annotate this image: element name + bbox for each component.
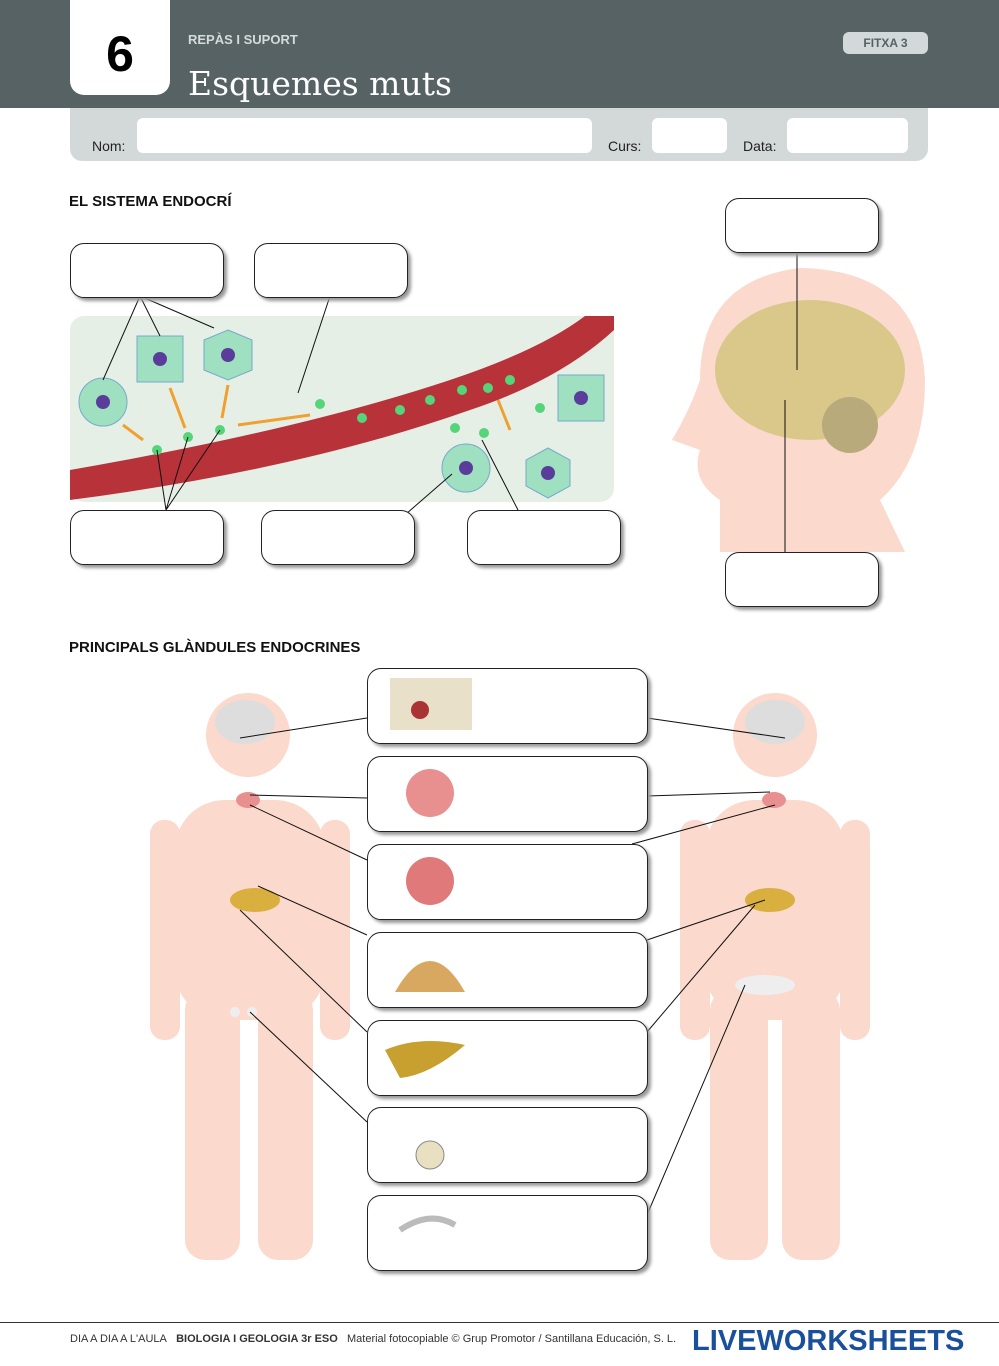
footer: DIA A DIA A L'AULA BIOLOGIA I GEOLOGIA 3… [70, 1333, 676, 1345]
answer-box-blood-vessel[interactable] [254, 243, 408, 298]
organs [215, 700, 805, 1017]
answer-input[interactable] [262, 246, 404, 296]
gland-box-6[interactable] [367, 1107, 648, 1183]
answer-box-receptor[interactable] [467, 510, 621, 565]
answer-input[interactable] [474, 1198, 640, 1267]
answer-input[interactable] [474, 1023, 640, 1092]
section-label: REPÀS I SUPORT [188, 32, 298, 47]
section-title-main-glands: PRINCIPALS GLÀNDULES ENDOCRINES [69, 639, 361, 656]
answer-box-pituitary[interactable] [725, 552, 879, 607]
answer-input[interactable] [733, 555, 875, 605]
date-label: Data: [743, 138, 777, 154]
unit-number: 6 [70, 0, 170, 95]
gland-box-3[interactable] [367, 844, 648, 920]
footer-subject: BIOLOGIA I GEOLOGIA 3r ESO [176, 1333, 338, 1345]
arrows [122, 384, 512, 442]
sheet-badge: FITXA 3 [843, 32, 928, 54]
leader-lines [102, 251, 798, 1216]
cell-nuclei [96, 348, 588, 480]
course-field[interactable] [652, 118, 727, 153]
cerebellum [822, 397, 878, 453]
body-male [150, 693, 350, 1260]
name-field[interactable] [137, 118, 592, 153]
answer-input[interactable] [474, 847, 640, 916]
name-label: Nom: [92, 138, 126, 154]
gland-box-7[interactable] [367, 1195, 648, 1271]
answer-input[interactable] [474, 1110, 640, 1179]
page-title: Esquemes muts [188, 64, 452, 103]
answer-input[interactable] [474, 759, 640, 828]
date-field[interactable] [787, 118, 908, 153]
footer-copyright: Material fotocopiable © Grup Promotor / … [347, 1333, 677, 1345]
answer-input[interactable] [733, 201, 875, 251]
footer-divider [0, 1322, 999, 1323]
blood-vessel [70, 316, 614, 500]
answer-input[interactable] [78, 246, 220, 296]
answer-input[interactable] [269, 513, 411, 563]
answer-box-target-cell[interactable] [261, 510, 415, 565]
answer-box-endocrine-glands[interactable] [70, 243, 224, 298]
answer-box-hormones[interactable] [70, 510, 224, 565]
gland-box-4[interactable] [367, 932, 648, 1008]
answer-box-hypothalamus[interactable] [725, 198, 879, 253]
answer-input[interactable] [474, 935, 640, 1004]
course-label: Curs: [608, 138, 642, 154]
answer-input[interactable] [78, 513, 220, 563]
answer-input[interactable] [475, 513, 617, 563]
gland-box-1[interactable] [367, 668, 648, 744]
liveworksheets-logo: LIVEWORKSHEETS [692, 1325, 965, 1357]
gland-box-2[interactable] [367, 756, 648, 832]
section-title-endocrine-system: EL SISTEMA ENDOCRÍ [69, 193, 232, 210]
footer-series: DIA A DIA A L'AULA [70, 1333, 167, 1345]
answer-input[interactable] [474, 671, 640, 740]
gland-box-5[interactable] [367, 1020, 648, 1096]
